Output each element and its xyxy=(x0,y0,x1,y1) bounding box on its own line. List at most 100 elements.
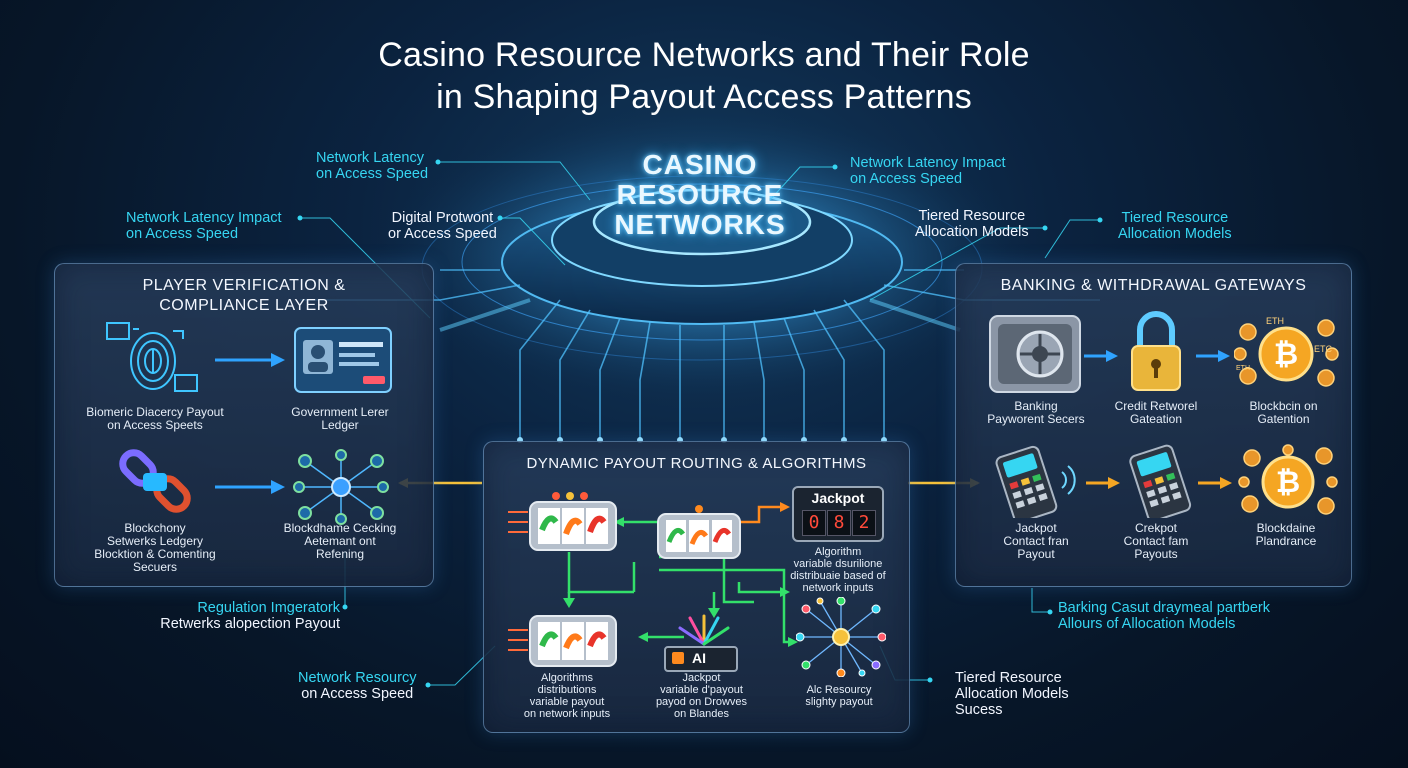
player-verification-panel: PLAYER VERIFICATION & COMPLIANCE LAYER B… xyxy=(54,263,434,587)
right-caption-2-line-2: Gateation xyxy=(1129,412,1183,426)
right-caption-5-line-2: Contact fam xyxy=(1123,534,1189,548)
left-caption-4-line-2: Aetemant ont xyxy=(304,534,376,548)
right-caption-5-line-3: Payouts xyxy=(1134,547,1178,561)
bitcoin-coins-icon: ₿ xyxy=(1238,444,1338,515)
right-caption-5-line-1: Crekpot xyxy=(1134,521,1178,535)
right-caption-4-line-2: Contact fran xyxy=(1003,534,1069,548)
right-caption-3-line-1: Blockbcin on xyxy=(1249,399,1318,413)
annotation-2-line-2: on Access Speed xyxy=(126,226,239,242)
jackpot-digit-1: 0 xyxy=(802,510,826,536)
left-caption-2: Government Lerer Ledger xyxy=(265,406,415,432)
arrow-right-icon xyxy=(215,480,285,494)
arrow-right-icon xyxy=(1196,350,1230,362)
hub-line-2: RESOURCE xyxy=(616,179,784,210)
payout-routing-panel: DYNAMIC PAYOUT ROUTING & ALGORITHMS xyxy=(483,441,910,733)
center-caption-2-line-4: on network inputs xyxy=(523,708,611,720)
right-caption-3: Blockbcin on Gatention xyxy=(1226,400,1341,426)
center-caption-3: Jackpot variable d'payout payod on Drowv… xyxy=(639,672,764,720)
resource-network-icon xyxy=(796,597,886,677)
annotation-9-line-2: Allocation Models xyxy=(955,686,1069,702)
annotation-10: Barking Casut draymeal partberk Allours … xyxy=(1058,600,1270,632)
annotation-3-line-1: Digital Protwont xyxy=(391,210,494,226)
annotation-10-line-2: Allours of Allocation Models xyxy=(1058,616,1236,632)
right-caption-2: Credit Retworel Gateation xyxy=(1101,400,1211,426)
annotation-1-line-2: on Access Speed xyxy=(316,166,429,182)
card-terminal-icon xyxy=(1129,444,1192,518)
chain-link-icon xyxy=(119,449,191,513)
center-caption-1-line-3: distribuaie based of xyxy=(790,570,886,582)
leader-dots xyxy=(297,159,1103,688)
right-caption-1-line-2: Payworent Secers xyxy=(987,412,1085,426)
vault-icon xyxy=(989,315,1081,393)
right-caption-3-line-2: Gatention xyxy=(1257,412,1310,426)
annotation-4: Network Latency Impact on Access Speed xyxy=(850,155,1006,187)
slot-machine-icon xyxy=(508,615,617,667)
left-caption-2-line-2: Ledger xyxy=(321,418,359,432)
id-card-icon xyxy=(294,327,392,393)
annotation-1-line-1: Network Latency xyxy=(316,150,424,166)
left-caption-3: Blockchony Setwerks Ledgery Blocktion & … xyxy=(75,522,235,574)
center-caption-2-line-1: Algorithms xyxy=(541,672,593,684)
center-caption-1-line-1: Algorithm xyxy=(814,546,862,558)
right-caption-6: Blockdaine Plandrance xyxy=(1231,522,1341,548)
hub-ring-1 xyxy=(461,183,943,341)
annotation-6-line-1: Tiered Resource xyxy=(1121,210,1229,226)
right-panel-title: BANKING & WITHDRAWAL GATEWAYS xyxy=(1000,277,1307,294)
coin-label-etc: ETC xyxy=(1314,344,1333,354)
left-caption-1: Biomeric Diacercy Payout on Access Speet… xyxy=(75,406,235,432)
arrow-right-icon xyxy=(1198,477,1232,489)
ai-chip-led xyxy=(672,652,684,664)
right-caption-2-line-1: Credit Retworel xyxy=(1114,399,1198,413)
annotation-6-line-2: Allocation Models xyxy=(1118,226,1232,242)
coin-label-eth-small: ETH xyxy=(1236,365,1250,372)
annotation-5-line-1: Tiered Resource xyxy=(918,208,1026,224)
annotation-5: Tiered Resource Allocation Models xyxy=(915,208,1029,240)
center-caption-1-line-2: variable dsurilione xyxy=(793,558,883,570)
svg-text:₿: ₿ xyxy=(1276,466,1300,499)
center-caption-2: Algorithms distributions variable payout… xyxy=(512,672,622,720)
annotation-6: Tiered Resource Allocation Models xyxy=(1118,210,1232,242)
left-caption-4-line-1: Blockdhame Cecking xyxy=(283,521,397,535)
banking-gateways-panel: BANKING & WITHDRAWAL GATEWAYS ₿ ETH ETC … xyxy=(955,263,1352,587)
left-caption-4-line-3: Refening xyxy=(315,547,365,561)
center-caption-4-line-2: slighty payout xyxy=(805,696,873,708)
center-caption-3-line-2: variable d'payout xyxy=(660,684,743,696)
right-caption-6-line-1: Blockdaine xyxy=(1256,521,1316,535)
center-caption-4: Alc Resourcy slighty payout xyxy=(779,684,899,708)
annotation-3-line-2: or Access Speed xyxy=(388,226,497,242)
annotation-9: Tiered Resource Allocation Models Sucess xyxy=(955,670,1069,718)
annotation-1: Network Latency on Access Speed xyxy=(316,150,428,182)
annotation-7-line-1: Regulation Imgeratork xyxy=(197,600,340,616)
center-caption-3-line-3: payod on Drowves xyxy=(655,696,748,708)
card-terminal-icon xyxy=(995,445,1076,518)
left-panel-title-line-2: COMPLIANCE LAYER xyxy=(159,297,329,314)
center-caption-3-line-1: Jackpot xyxy=(682,672,721,684)
slot-machine-icon xyxy=(657,505,741,559)
svg-text:₿: ₿ xyxy=(1274,338,1298,371)
left-caption-3-line-1: Blockchony xyxy=(124,521,186,535)
left-panel-title: PLAYER VERIFICATION & COMPLIANCE LAYER xyxy=(55,276,433,316)
jackpot-digit-2: 8 xyxy=(827,510,851,536)
center-panel-title: DYNAMIC PAYOUT ROUTING & ALGORITHMS xyxy=(526,455,867,472)
left-caption-3-line-2: Setwerks Ledgery xyxy=(106,534,204,548)
jackpot-digit-3: 2 xyxy=(852,510,876,536)
left-caption-1-line-1: Biomeric Diacercy Payout xyxy=(86,405,224,419)
jackpot-label: Jackpot xyxy=(811,490,865,506)
annotation-10-line-1: Barking Casut draymeal partberk xyxy=(1058,600,1270,616)
annotation-5-line-2: Allocation Models xyxy=(915,224,1029,240)
ai-chip-label: AI xyxy=(692,650,706,666)
coin-label-eth: ETH xyxy=(1266,316,1284,326)
title-line-1: Casino Resource Networks and Their Role xyxy=(378,36,1030,74)
hub-line-1: CASINO xyxy=(642,149,758,180)
hub-title: CASINO RESOURCE NETWORKS xyxy=(560,150,840,240)
right-caption-4-line-3: Payout xyxy=(1017,547,1055,561)
left-caption-3-line-4: Secuers xyxy=(132,560,178,574)
annotation-3: Digital Protwont or Access Speed xyxy=(388,210,497,242)
arrow-right-icon xyxy=(1086,477,1120,489)
left-caption-1-line-2: on Access Speets xyxy=(107,418,203,432)
annotation-8-line-2: on Access Speed xyxy=(301,686,414,702)
left-caption-3-line-3: Blocktion & Comenting xyxy=(94,547,216,561)
crypto-coins-icon: ₿ ETH ETC ETH xyxy=(1234,316,1339,387)
annotation-7-line-2: Retwerks alopection Payout xyxy=(160,616,340,632)
